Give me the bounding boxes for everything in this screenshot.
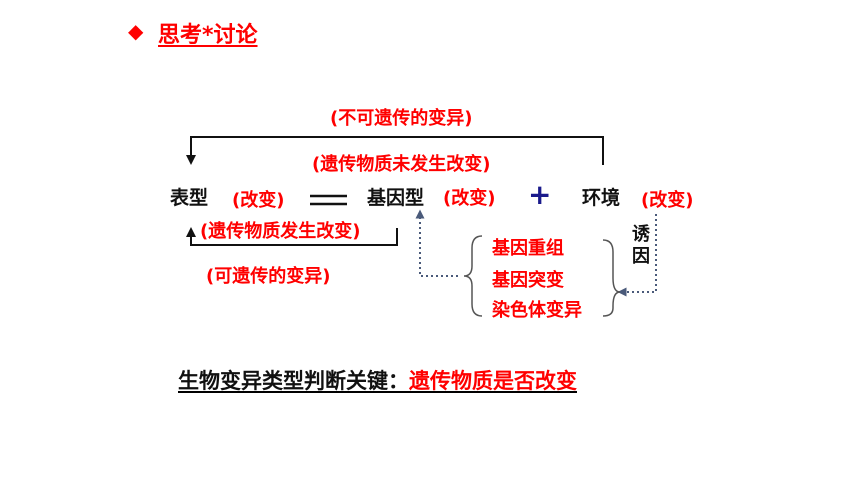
conclusion-key: 遗传物质是否改变 (409, 369, 577, 393)
label-material-unchanged: (遗传物质未发生改变) (312, 154, 491, 175)
left-brace (463, 235, 483, 317)
label-non-heritable: (不可遗传的变异) (330, 108, 473, 129)
plus-sign: + (528, 178, 552, 211)
label-environment: 环境 (582, 187, 621, 209)
label-change-genotype: (改变) (443, 188, 496, 209)
bottom-bracket-arrow (186, 227, 398, 246)
right-brace (602, 239, 621, 317)
top-bracket-arrow (186, 136, 604, 165)
label-induce: 诱因 (632, 224, 650, 267)
induce-dotted-arrow (617, 214, 657, 297)
label-phenotype: 表型 (170, 187, 209, 209)
label-material-changed: (遗传物质发生改变) (200, 221, 361, 242)
label-heritable: (可遗传的变异) (206, 266, 331, 287)
sources-dotted-arrow (415, 209, 458, 277)
title-bullet-icon: ◆ (128, 19, 144, 43)
conclusion: 生物变异类型判断关键：遗传物质是否改变 (178, 365, 577, 395)
label-change-phenotype: (改变) (232, 190, 285, 211)
label-genotype: 基因型 (367, 187, 425, 209)
source-chromosome-variation: 染色体变异 (492, 300, 582, 321)
label-change-environment: (改变) (641, 190, 694, 211)
page-title: 思考*讨论 (158, 23, 258, 48)
conclusion-prefix: 生物变异类型判断关键： (178, 369, 409, 393)
source-gene-recombination: 基因重组 (492, 238, 564, 259)
source-gene-mutation: 基因突变 (492, 270, 564, 291)
